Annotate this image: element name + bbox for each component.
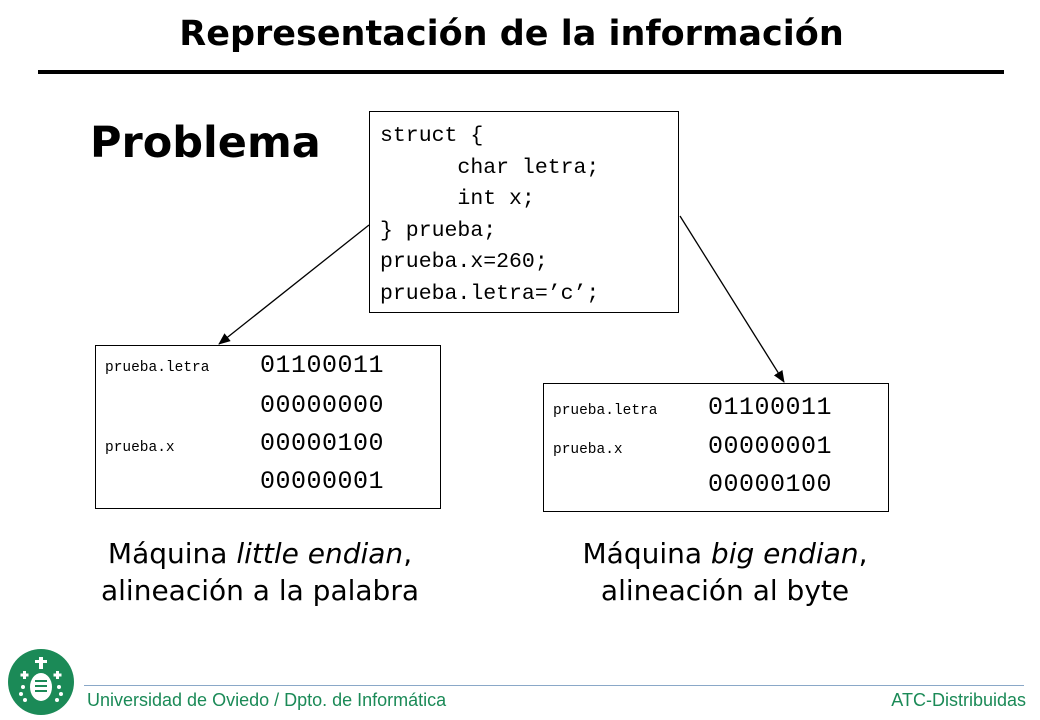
caption-big-endian: Máquina big endian, alineación al byte (505, 535, 945, 609)
caption-emphasis: little endian (236, 537, 404, 570)
byte-value: 00000001 (260, 467, 385, 496)
byte-value: 00000001 (708, 432, 833, 461)
label-prueba-letra: prueba.letra (553, 403, 658, 419)
byte-value: 00000100 (708, 470, 833, 499)
heading-problema: Problema (90, 118, 321, 168)
caption-line2: alineación al byte (600, 574, 850, 607)
caption-text: Máquina (582, 537, 711, 570)
slide-title: Representación de la información (179, 14, 844, 54)
footer-course: ATC-Distribuidas (891, 690, 1026, 710)
university-seal-icon (8, 649, 74, 715)
memory-box-little-endian: prueba.letra 01100011 00000000 prueba.x … (95, 345, 441, 509)
label-prueba-x: prueba.x (105, 440, 175, 456)
code-line: char letra; (380, 155, 600, 180)
code-line: struct { (380, 124, 484, 148)
footer-divider (84, 685, 1024, 686)
code-line: prueba.x=260; (380, 250, 548, 274)
code-line: int x; (380, 187, 535, 211)
byte-value: 00000100 (260, 429, 385, 458)
arrow-to-little-endian (218, 224, 370, 345)
caption-little-endian: Máquina little endian, alineación a la p… (40, 535, 480, 609)
caption-text: , (858, 537, 868, 570)
code-box: struct { char letra; int x; } prueba; prue… (369, 111, 679, 313)
caption-emphasis: big endian (710, 537, 859, 570)
memory-box-big-endian: prueba.letra 01100011 prueba.x 00000001 … (543, 383, 889, 512)
arrow-to-big-endian (679, 215, 785, 383)
caption-text: , (403, 537, 413, 570)
byte-value: 01100011 (708, 393, 833, 422)
byte-value: 00000000 (260, 391, 385, 420)
footer-institution: Universidad de Oviedo / Dpto. de Informá… (87, 690, 447, 710)
label-prueba-letra: prueba.letra (105, 360, 210, 376)
label-prueba-x: prueba.x (553, 442, 623, 458)
code-line: } prueba; (380, 218, 497, 243)
caption-text: Máquina (107, 537, 237, 570)
caption-line2: alineación a la palabra (100, 574, 419, 607)
code-line: prueba.letra=’c’; (380, 281, 600, 306)
byte-value: 01100011 (260, 351, 385, 380)
title-underline (38, 70, 1004, 74)
